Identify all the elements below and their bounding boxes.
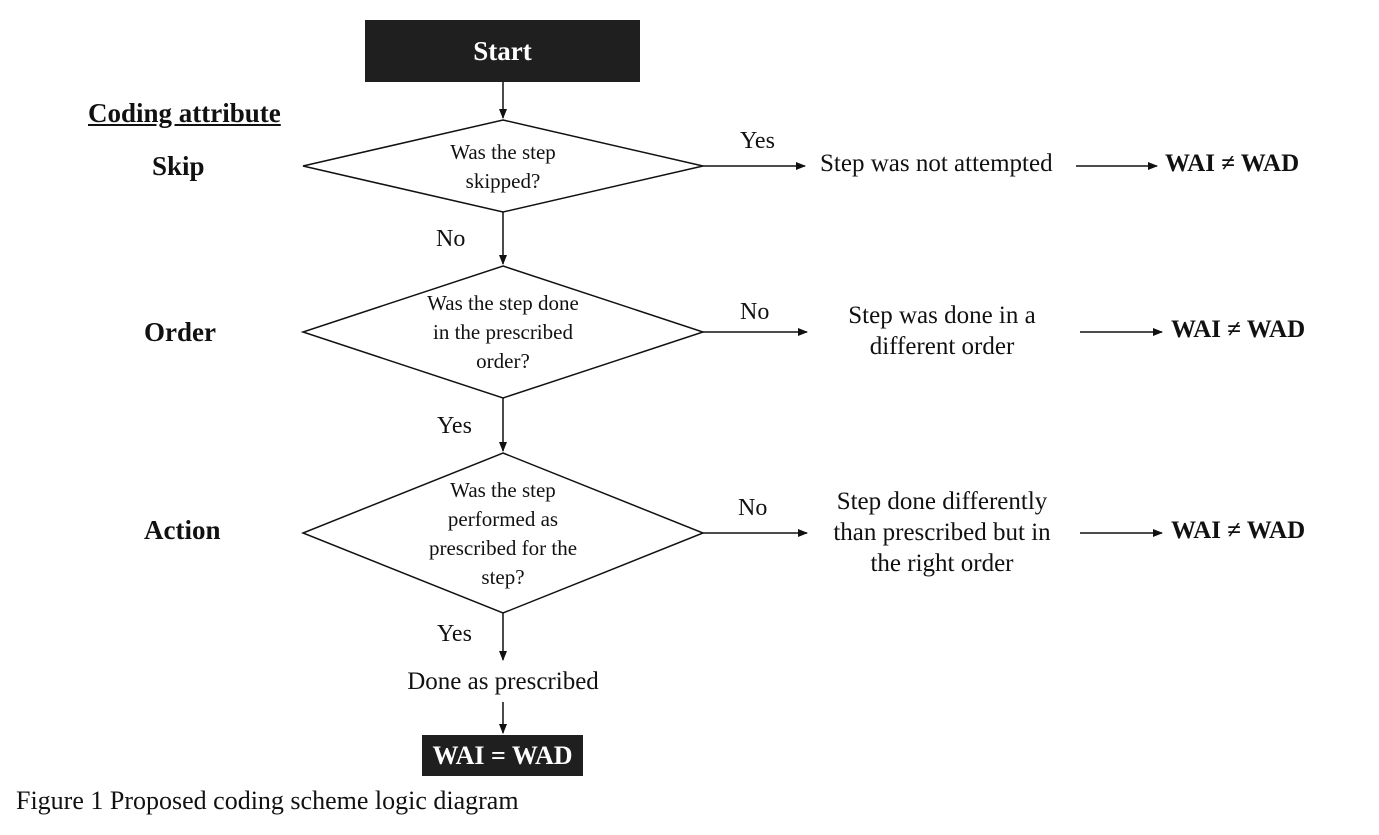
continue-label-skip: No xyxy=(436,226,466,252)
question-line: prescribed for the xyxy=(428,536,578,560)
result-skip: WAI ≠ WAD xyxy=(1165,150,1300,177)
question-line: performed as xyxy=(447,507,559,531)
decision-question-action: Was the step performed as prescribed for… xyxy=(429,476,577,592)
attribute-order: Order xyxy=(144,317,216,347)
outcome-order: Step was done in a different order xyxy=(848,300,1035,362)
question-line: skipped? xyxy=(465,169,541,193)
question-line: Was the step xyxy=(450,140,556,164)
outcome-line: Step was not attempted xyxy=(820,150,1053,177)
question-line: step? xyxy=(481,565,525,589)
outcome-line: different order xyxy=(869,333,1015,360)
question-line: in the prescribed xyxy=(433,320,573,344)
continue-label-order: Yes xyxy=(437,413,472,439)
outcome-line: than prescribed but in xyxy=(833,519,1051,546)
outcome-line: Step was done in a xyxy=(848,302,1036,329)
end-terminal: WAI = WAD xyxy=(422,735,583,776)
final-step: Done as prescribed xyxy=(407,668,599,695)
result-action: WAI ≠ WAD xyxy=(1171,517,1306,544)
outcome-line: the right order xyxy=(870,550,1014,577)
coding-attribute-heading: Coding attribute xyxy=(88,98,281,128)
question-line: Was the step xyxy=(450,478,556,502)
outcome-line: Step done differently xyxy=(836,488,1048,515)
decision-question-order: Was the step done in the prescribed orde… xyxy=(427,289,579,376)
attribute-skip: Skip xyxy=(152,151,205,181)
start-terminal: Start xyxy=(365,20,640,82)
branch-label-action: No xyxy=(738,495,768,521)
question-line: order? xyxy=(476,349,530,373)
figure-caption: Figure 1 Proposed coding scheme logic di… xyxy=(16,786,519,815)
result-order: WAI ≠ WAD xyxy=(1171,316,1306,343)
attribute-action: Action xyxy=(144,515,221,545)
continue-label-action: Yes xyxy=(437,621,472,647)
branch-label-order: No xyxy=(740,299,770,325)
branch-label-skip: Yes xyxy=(740,128,775,154)
outcome-skip: Step was not attempted xyxy=(820,148,1053,179)
decision-question-skip: Was the step skipped? xyxy=(450,138,556,196)
outcome-action: Step done differently than prescribed bu… xyxy=(833,486,1050,579)
question-line: Was the step done xyxy=(427,291,579,315)
